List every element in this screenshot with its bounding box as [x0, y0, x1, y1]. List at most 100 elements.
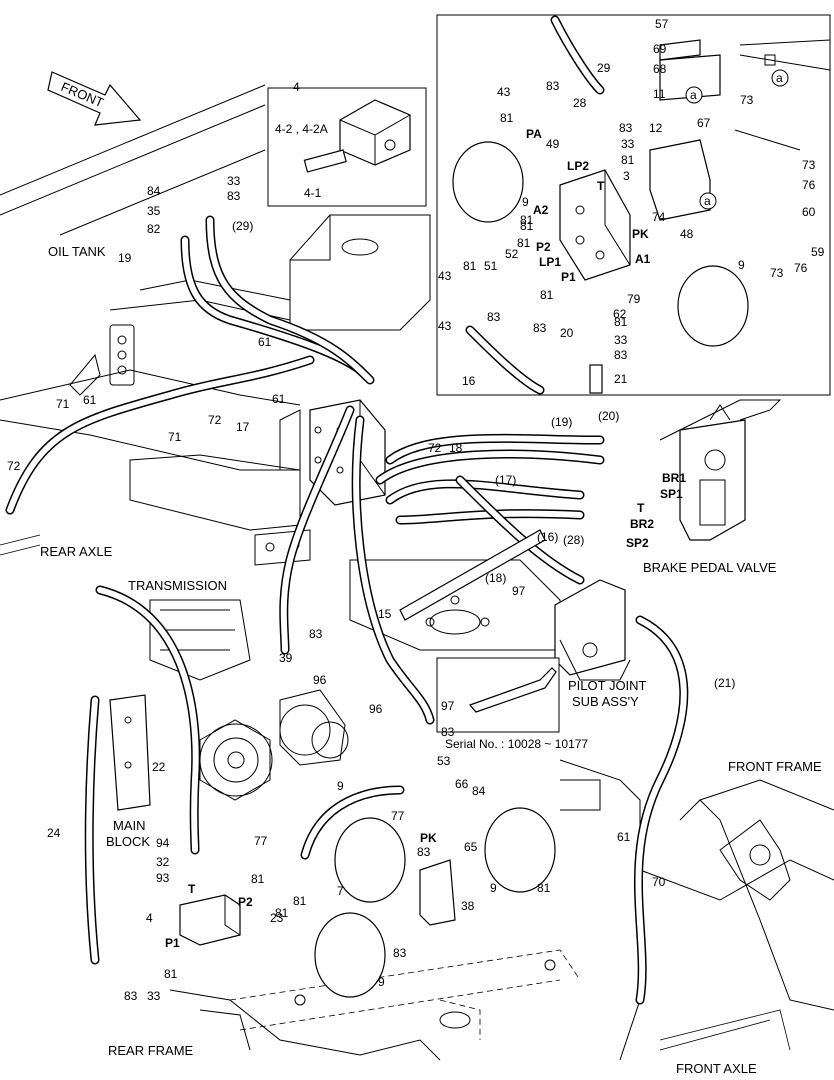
part-number-callout: 71	[56, 397, 70, 411]
part-number-callout: 83	[441, 725, 455, 739]
part-number-callout: 20	[560, 326, 574, 340]
part-number-callout: (20)	[598, 409, 619, 423]
part-number-callout: 22	[152, 760, 166, 774]
part-number-callout: 66	[455, 777, 469, 791]
part-number-callout: 59	[811, 245, 825, 259]
part-number-callout: 73	[770, 266, 784, 280]
label-main: MAIN	[113, 818, 146, 833]
part-number-callout: 53	[437, 754, 451, 768]
part-number-callout: 81	[500, 111, 514, 125]
part-number-callout: (29)	[232, 219, 253, 233]
part-number-callout: 81	[517, 236, 531, 250]
part-number-callout: 28	[573, 96, 587, 110]
port-label: A1	[635, 252, 651, 266]
serial-inset-box: Serial No. : 10028 ~ 10177	[436, 657, 588, 751]
part-number-callout: 52	[505, 247, 519, 261]
inset-4-title: 4	[293, 80, 300, 94]
part-number-callout: 15	[378, 607, 392, 621]
part-number-callout: 38	[461, 899, 475, 913]
part-number-callout: 76	[794, 261, 808, 275]
label-front-frame: FRONT FRAME	[728, 759, 822, 774]
label-sub-assy: SUB ASS'Y	[572, 694, 639, 709]
part-number-callout: 70	[652, 875, 666, 889]
port-labels: PA LP2 T A2 P2 LP1 P1 A1 PK BR1 SP1 T BR…	[165, 127, 686, 950]
hoses	[0, 215, 791, 1051]
part-number-callout: 61	[617, 830, 631, 844]
label-brake-pedal-valve: BRAKE PEDAL VALVE	[643, 560, 777, 575]
part-number-callout: 81	[540, 288, 554, 302]
part-number-callout: 83	[614, 348, 628, 362]
label-rear-axle: REAR AXLE	[40, 544, 113, 559]
part-number-callout: 81	[251, 872, 265, 886]
part-number-callout: 24	[47, 826, 61, 840]
label-block: BLOCK	[106, 834, 150, 849]
part-number-callout: 81	[614, 315, 628, 329]
part-number-callout: 81	[537, 881, 551, 895]
part-number-callout: 17	[236, 420, 250, 434]
part-number-callout: 83	[227, 189, 241, 203]
part-number-callout: (17)	[495, 473, 516, 487]
label-oil-tank: OIL TANK	[48, 244, 106, 259]
part-number-callout: (16)	[537, 530, 558, 544]
part-number-callout: 82	[147, 222, 161, 236]
front-arrow: FRONT	[47, 71, 142, 126]
part-number-callout: 74	[652, 210, 666, 224]
part-number-callout: 72	[7, 459, 21, 473]
part-number-callout: 83	[124, 989, 138, 1003]
part-number-callout: 81	[621, 153, 635, 167]
part-number-callout: 71	[168, 430, 182, 444]
inset-detail-4: 4 4-2 , 4-2A 4-1	[267, 80, 427, 207]
circle-marks: a a a	[685, 69, 789, 210]
part-number-callout: 33	[147, 989, 161, 1003]
part-number-callout: (28)	[563, 533, 584, 547]
part-number-callout: 81	[463, 259, 477, 273]
circle-mark-a: a	[776, 71, 783, 85]
part-number-callout: 72	[208, 413, 222, 427]
part-number-callout: 76	[802, 178, 816, 192]
part-number-callout: 83	[533, 321, 547, 335]
part-number-callout: 83	[546, 79, 560, 93]
inset-detail-box	[436, 14, 831, 396]
part-number-callout: 9	[378, 975, 385, 989]
part-number-callout: 16	[462, 374, 476, 388]
part-number-callout: 57	[655, 17, 669, 31]
part-number-callout: 29	[597, 61, 611, 75]
inset-4-label-4-2: 4-2 , 4-2A	[275, 122, 328, 136]
port-label: T	[637, 501, 645, 515]
part-number-callout: 93	[156, 871, 170, 885]
label-transmission: TRANSMISSION	[128, 578, 227, 593]
part-number-callout: 77	[391, 809, 405, 823]
port-label: T	[188, 882, 196, 896]
part-number-callout: 9	[490, 881, 497, 895]
port-label: SP1	[660, 487, 683, 501]
serial-number-label: Serial No. : 10028 ~ 10177	[445, 737, 588, 751]
part-number-callout: 61	[272, 392, 286, 406]
part-number-callout: 23	[270, 911, 284, 925]
port-label: PK	[632, 227, 649, 241]
part-number-callout: 32	[156, 855, 170, 869]
part-number-callout: 79	[627, 292, 641, 306]
part-number-callout: 81	[164, 967, 178, 981]
section-labels: OIL TANK REAR AXLE TRANSMISSION MAIN BLO…	[40, 244, 822, 1076]
part-number-callout: 43	[438, 269, 452, 283]
port-label: P2	[536, 240, 551, 254]
part-number-callout: 73	[802, 158, 816, 172]
part-number-callout: 81	[275, 906, 289, 920]
part-number-callout: 39	[279, 651, 293, 665]
part-number-callout: 61	[83, 393, 97, 407]
port-label: BR1	[662, 471, 686, 485]
part-number-callout: 35	[147, 204, 161, 218]
accumulators	[179, 807, 556, 998]
part-number-callout: 97	[512, 584, 526, 598]
part-number-callout: 33	[621, 137, 635, 151]
part-number-callout: 19	[118, 251, 132, 265]
part-number-callout: 77	[254, 834, 268, 848]
part-number-callout: 48	[680, 227, 694, 241]
part-number-callout: 81	[293, 894, 307, 908]
port-label: P1	[561, 270, 576, 284]
part-number-callout: 62	[613, 307, 627, 321]
label-front-axle: FRONT AXLE	[676, 1061, 757, 1076]
port-label: LP1	[539, 255, 561, 269]
